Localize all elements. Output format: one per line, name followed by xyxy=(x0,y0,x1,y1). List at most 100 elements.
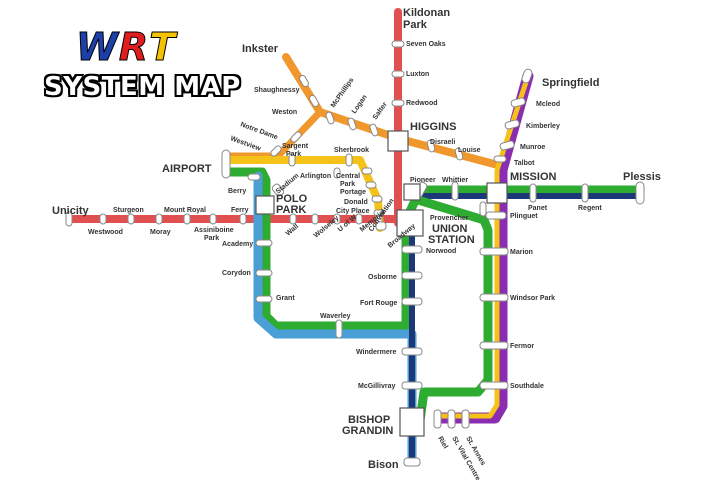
station-st-vital-centre[interactable] xyxy=(447,409,456,429)
hub-union-station-box[interactable] xyxy=(396,209,424,237)
station-corydon[interactable] xyxy=(255,269,273,277)
yellow-springfield-line xyxy=(437,73,531,419)
station-moray[interactable] xyxy=(155,213,163,225)
station-westview[interactable] xyxy=(270,145,283,158)
label-donald: Donald xyxy=(344,199,368,206)
station-springfield[interactable] xyxy=(521,68,533,84)
station-regent[interactable] xyxy=(581,183,589,203)
station-kimberley[interactable] xyxy=(504,119,520,130)
station-notre-dame[interactable] xyxy=(290,131,303,144)
station-whittier[interactable] xyxy=(451,181,459,201)
label-mount-royal: Mount Royal xyxy=(164,207,206,214)
station-westwood[interactable] xyxy=(99,213,107,225)
station-windermere[interactable] xyxy=(401,347,423,356)
hub-mission-box[interactable] xyxy=(486,182,508,204)
label-waverley: Waverley xyxy=(320,313,351,320)
station-memorial[interactable] xyxy=(355,213,363,225)
label-windermere: Windermere xyxy=(356,349,397,356)
station-sherbrook[interactable] xyxy=(345,153,353,167)
label-plinguet: Plinguet xyxy=(510,213,538,220)
station-broadway[interactable] xyxy=(375,221,387,231)
station-donald[interactable] xyxy=(371,195,383,203)
station-academy[interactable] xyxy=(255,239,273,247)
station-redwood[interactable] xyxy=(391,99,405,107)
station-arlington[interactable] xyxy=(333,167,341,179)
station-panet[interactable] xyxy=(529,183,537,203)
label-salter: Salter xyxy=(372,101,389,121)
map-subtitle: SYSTEM MAP xyxy=(44,72,241,102)
station-city-place[interactable] xyxy=(373,209,385,217)
station-louise[interactable] xyxy=(454,147,464,161)
station-mcgillivray[interactable] xyxy=(401,381,423,390)
hub-polo-park-label-1: POLO xyxy=(276,193,308,205)
label-shaughnessy: Shaughnessy xyxy=(254,87,300,94)
station-weston[interactable] xyxy=(308,94,319,108)
station-mount-royal[interactable] xyxy=(183,213,191,225)
station-assiniboine-park[interactable] xyxy=(209,213,217,225)
station-central-park[interactable] xyxy=(361,167,373,175)
station-u-of-w[interactable] xyxy=(333,213,341,225)
station-salter[interactable] xyxy=(369,123,379,137)
station-fermor[interactable] xyxy=(479,341,509,350)
terminus-kildonan-label-1: Kildonan xyxy=(403,7,450,19)
label-panet: Panet xyxy=(528,205,548,212)
station-logan[interactable] xyxy=(347,117,357,131)
station-st-annes[interactable] xyxy=(461,409,470,429)
station-fort-rouge[interactable] xyxy=(401,297,423,306)
hub-higgins-box[interactable] xyxy=(387,130,409,152)
station-luxton[interactable] xyxy=(391,70,405,78)
label-city-place: City Place xyxy=(336,208,370,215)
label-weston: Weston xyxy=(272,109,297,116)
station-plinguet[interactable] xyxy=(485,211,507,220)
station-portage[interactable] xyxy=(365,181,377,189)
station-sargent-park[interactable] xyxy=(288,153,296,167)
station-bison[interactable] xyxy=(403,457,421,467)
label-moray: Moray xyxy=(150,229,171,236)
station-mcphillips[interactable] xyxy=(325,111,335,125)
station-ferry[interactable] xyxy=(239,213,247,225)
label-fermor: Fermor xyxy=(510,343,534,350)
station-grant[interactable] xyxy=(255,295,273,303)
label-wall: Wall xyxy=(285,223,300,237)
station-munroe[interactable] xyxy=(499,140,515,151)
station-windsor-park[interactable] xyxy=(479,293,509,302)
label-central-park-2: Park xyxy=(340,181,355,188)
terminus-plessis-label: Plessis xyxy=(623,171,661,183)
label-whittier: Whittier xyxy=(442,177,468,184)
station-seven-oaks[interactable] xyxy=(391,40,405,48)
hub-polo-park-label-2: PARK xyxy=(276,204,306,216)
station-provencher[interactable] xyxy=(479,201,487,217)
station-wolseley[interactable] xyxy=(311,213,319,225)
station-southdale[interactable] xyxy=(479,381,509,390)
station-mcleod[interactable] xyxy=(510,97,526,108)
station-wall[interactable] xyxy=(289,213,297,225)
label-westwood: Westwood xyxy=(88,229,123,236)
hub-bishop-label-2: GRANDIN xyxy=(342,425,393,437)
hub-polo-park-box[interactable] xyxy=(255,195,275,215)
hub-airport-label: AIRPORT xyxy=(162,163,212,175)
station-plessis[interactable] xyxy=(635,181,645,205)
station-berry[interactable] xyxy=(247,173,261,181)
station-riel[interactable] xyxy=(433,409,442,429)
station-airport[interactable] xyxy=(221,149,231,179)
label-seven-oaks: Seven Oaks xyxy=(406,41,446,48)
hub-bishop-grandin-box[interactable] xyxy=(399,407,425,437)
station-disraeli[interactable] xyxy=(426,139,436,153)
hub-union-north-box[interactable] xyxy=(403,183,421,201)
label-portage: Portage xyxy=(340,189,366,196)
station-unicity[interactable] xyxy=(65,211,73,227)
label-central-park-1: Central xyxy=(336,173,360,180)
station-sturgeon[interactable] xyxy=(127,213,135,225)
station-talbot[interactable] xyxy=(493,155,507,163)
station-stadium[interactable] xyxy=(271,183,285,197)
station-osborne[interactable] xyxy=(401,271,423,280)
station-marion[interactable] xyxy=(479,247,509,256)
label-windsor-park: Windsor Park xyxy=(510,295,555,302)
station-waverley[interactable] xyxy=(335,319,343,339)
station-norwood[interactable] xyxy=(401,245,423,254)
label-arlington: Arlington xyxy=(300,173,331,180)
station-shaughnessy[interactable] xyxy=(298,74,309,88)
label-osborne: Osborne xyxy=(368,274,397,281)
label-mcphillips: McPhillips xyxy=(330,77,356,109)
